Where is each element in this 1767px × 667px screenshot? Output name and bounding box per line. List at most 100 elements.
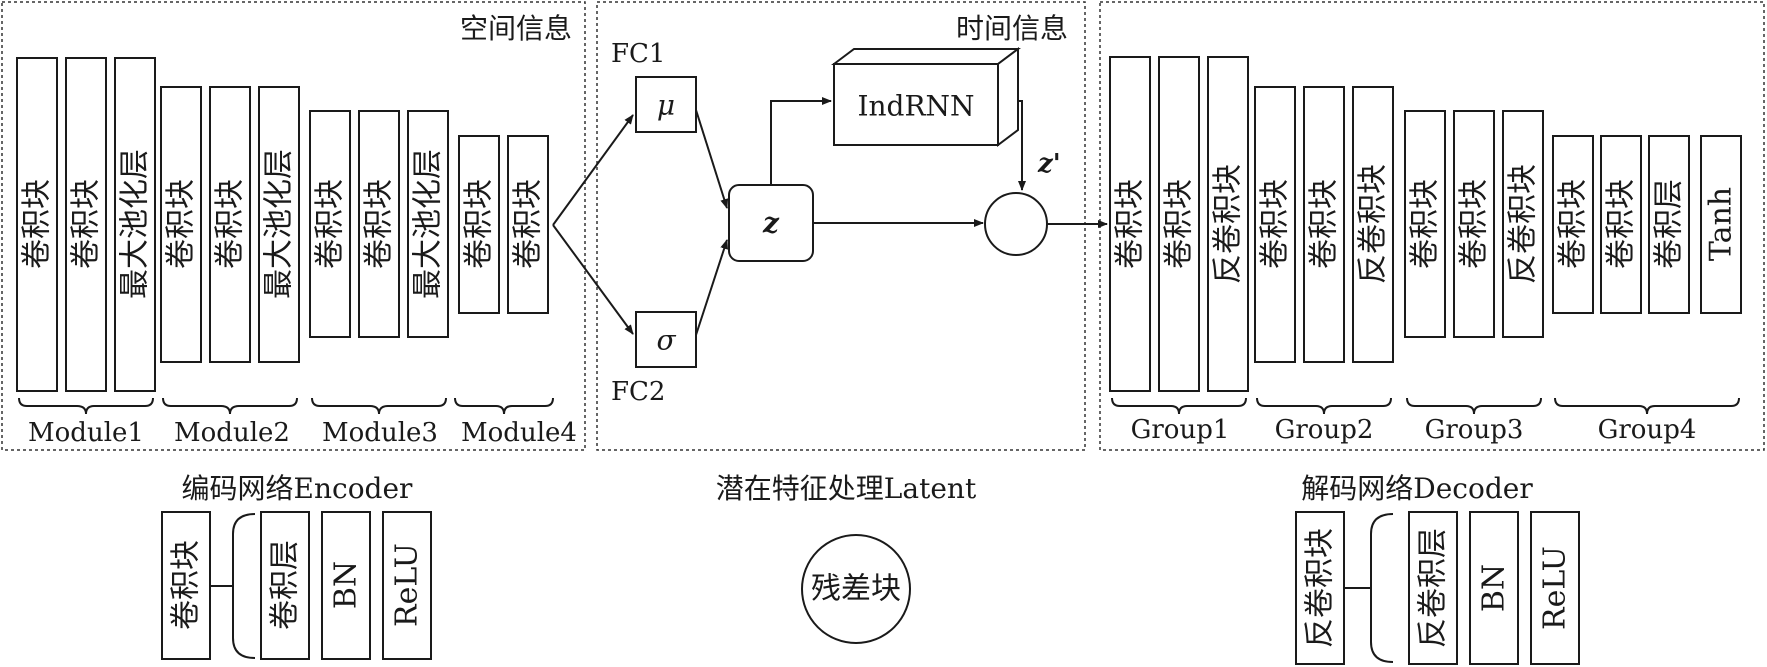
decoder-block: [1502, 110, 1544, 338]
z-to-indrnn-arrow: [770, 97, 832, 185]
latent-caption: 潜在特征处理Latent: [716, 472, 977, 505]
decoder-block-label: 卷积块: [1457, 179, 1492, 269]
encoder-block-label: 卷积块: [69, 179, 104, 269]
group-4-brace: [1554, 397, 1740, 415]
decoder-block: [1404, 110, 1446, 338]
module-4-label: Module4: [461, 418, 577, 448]
encoder-block: [65, 57, 107, 392]
decoder-legend: 反卷积块 反卷积层 BN ReLU: [1295, 511, 1580, 665]
decoder-block-label: 卷积块: [1556, 179, 1591, 269]
decoder-block-label: 卷积块: [1258, 179, 1293, 269]
encoder-block: [507, 135, 549, 314]
decoder-block: [1600, 135, 1642, 314]
encoder-block-label: 卷积块: [20, 179, 55, 269]
decoder-block: [1254, 86, 1296, 363]
decoder-block: [1109, 56, 1151, 392]
spatial-info-title: 空间信息: [460, 12, 572, 45]
legend-part-label: ReLU: [1538, 546, 1573, 630]
encoder-block-label: 卷积块: [164, 179, 199, 269]
decoder-block: [1303, 86, 1345, 363]
fc1-label: FC1: [611, 39, 665, 69]
fc2-label: FC2: [611, 377, 665, 407]
module-4-brace: [454, 397, 554, 415]
mu-symbol: μ: [657, 89, 675, 122]
legend-part-box: [1408, 511, 1458, 665]
group-1-brace: [1111, 397, 1247, 415]
decoder-group-1: 卷积块 卷积块 反卷积块: [1109, 56, 1249, 392]
group-3-brace: [1406, 397, 1542, 415]
module-2-brace: [162, 397, 298, 415]
residual-sum-node: [984, 192, 1048, 256]
encoder-block: [309, 110, 351, 338]
module-3-brace: [311, 397, 447, 415]
legend-part-box: [382, 511, 432, 660]
group-2-brace: [1256, 397, 1392, 415]
decoder-block-label: 卷积块: [1604, 179, 1639, 269]
module-3-label: Module3: [322, 418, 438, 448]
group-4-label: Group4: [1598, 415, 1697, 445]
decoder-block-label: 反卷积块: [1356, 164, 1391, 284]
legend-part-label: 卷积层: [268, 540, 303, 630]
encoder-legend: 卷积块 卷积层 BN ReLU: [161, 511, 432, 660]
encoder-block: [258, 86, 300, 363]
sigma-box: [635, 311, 697, 368]
sigma-symbol: σ: [656, 324, 676, 357]
decoder-block-label: 卷积块: [1408, 179, 1443, 269]
residual-block-label: 残差块: [811, 572, 901, 607]
indrnn-box-top: [831, 48, 1021, 65]
decoder-block: [1352, 86, 1394, 363]
indrnn-label: IndRNN: [857, 90, 974, 123]
encoder-to-sigma-arrow: [552, 224, 634, 335]
legend-deconv-block-label: 反卷积块: [1303, 528, 1338, 648]
indrnn-to-sum-arrow: [1018, 100, 1026, 191]
decoder-block-label: 卷积块: [1162, 179, 1197, 269]
mu-to-z-arrow: [695, 109, 729, 209]
encoder-block: [209, 86, 251, 363]
group-1-label: Group1: [1131, 415, 1230, 445]
indrnn-box: [833, 63, 999, 146]
encoder-block-label: 卷积块: [462, 179, 497, 269]
decoder-block: [1158, 56, 1200, 392]
legend-part-label: BN: [329, 561, 364, 609]
encoder-block-label: 最大池化层: [262, 149, 297, 299]
decoder-block: [1207, 56, 1249, 392]
decoder-caption: 解码网络Decoder: [1301, 472, 1533, 505]
group-2-label: Group2: [1275, 415, 1374, 445]
sigma-to-z-arrow: [695, 239, 729, 336]
encoder-block-label: 卷积块: [313, 179, 348, 269]
encoder-module-1: 卷积块 卷积块 最大池化层: [16, 57, 156, 392]
encoder-block-label: 卷积块: [362, 179, 397, 269]
temporal-info-title: 时间信息: [956, 12, 1068, 45]
legend-part-box: [1530, 511, 1580, 665]
module-1-brace: [18, 397, 154, 415]
legend-part-box: [260, 511, 310, 660]
residual-block-legend: [801, 534, 911, 644]
decoder-group-3: 卷积块 卷积块 反卷积块: [1404, 110, 1544, 338]
decoder-block-label: 卷积块: [1113, 179, 1148, 269]
z-symbol: z: [762, 207, 780, 240]
encoder-panel: [1, 1, 586, 451]
encoder-block: [458, 135, 500, 314]
legend-part-label: BN: [1477, 564, 1512, 612]
decoder-block: [1700, 135, 1742, 314]
decoder-block-label: Tanh: [1704, 187, 1739, 261]
encoder-block: [358, 110, 400, 338]
decoder-block-label: 卷积层: [1652, 179, 1687, 269]
legend-bracket: [1370, 513, 1394, 663]
legend-part-label: 反卷积层: [1416, 528, 1451, 648]
encoder-block: [407, 110, 449, 338]
encoder-module-3: 卷积块 卷积块 最大池化层: [309, 110, 449, 338]
decoder-block-label: 反卷积块: [1211, 164, 1246, 284]
encoder-block: [114, 57, 156, 392]
encoder-block: [160, 86, 202, 363]
encoder-block-label: 卷积块: [213, 179, 248, 269]
decoder-group-2: 卷积块 卷积块 反卷积块: [1254, 86, 1394, 363]
encoder-module-4: 卷积块 卷积块: [458, 135, 549, 314]
legend-part-box: [1469, 511, 1519, 665]
decoder-block-label: 反卷积块: [1506, 164, 1541, 284]
module-2-label: Module2: [174, 418, 290, 448]
encoder-to-mu-arrow: [552, 114, 634, 226]
encoder-block-label: 卷积块: [511, 179, 546, 269]
group-3-label: Group3: [1425, 415, 1524, 445]
